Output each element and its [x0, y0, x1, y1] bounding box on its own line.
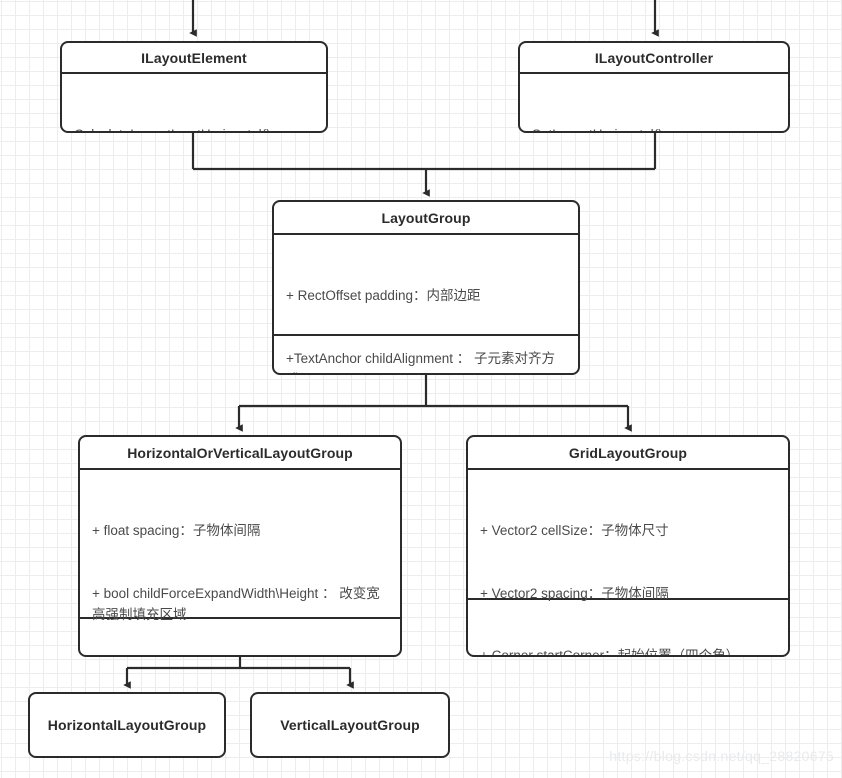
class-title-gridlayoutgroup: GridLayoutGroup: [568, 444, 688, 461]
class-divider: [80, 468, 400, 470]
class-title-horizontalorverticallayoutgroup: HorizontalOrVerticalLayoutGroup: [127, 444, 353, 461]
class-divider: [62, 72, 326, 74]
class-box-horizontallayoutgroup[interactable]: HorizontalLayoutGroup: [28, 692, 226, 758]
class-box-layoutgroup[interactable]: LayoutGroup + RectOffset padding：内部边距 +T…: [272, 200, 580, 375]
member-row: CalculateLayoutInputHorizontal();: [74, 125, 314, 131]
field-row: + RectOffset padding：内部边距: [286, 287, 481, 303]
field-row: + Vector2 cellSize：子物体尺寸: [480, 522, 669, 538]
class-divider: [468, 598, 788, 600]
class-box-verticallayoutgroup[interactable]: VerticalLayoutGroup: [250, 692, 450, 758]
class-box-gridlayoutgroup[interactable]: GridLayoutGroup + Vector2 cellSize：子物体尺寸…: [466, 435, 790, 657]
field-row: + Vector2 spacing：子物体间隔: [480, 585, 669, 601]
class-title-verticallayoutgroup: VerticalLayoutGroup: [280, 717, 420, 733]
watermark-text: https://blog.csdn.net/qq_28820675: [609, 748, 834, 764]
field-row: + float spacing：子物体间隔: [92, 522, 261, 538]
class-divider: [80, 617, 400, 619]
class-members-ilayoutcontroller: SetLayoutHorizontal(); SetLayoutVertical…: [520, 74, 788, 131]
class-box-horizontalorverticallayoutgroup[interactable]: HorizontalOrVerticalLayoutGroup + float …: [78, 435, 402, 657]
class-members-ilayoutelement: CalculateLayoutInputHorizontal(); Calcul…: [62, 74, 326, 131]
class-divider: [274, 233, 578, 235]
field-row: + Corner startCorner：起始位置（四个角）: [480, 648, 740, 657]
class-divider: [274, 334, 578, 336]
member-row: SetLayoutHorizontal();: [532, 125, 776, 131]
class-title-ilayoutelement: ILayoutElement: [141, 49, 247, 66]
class-box-ilayoutcontroller[interactable]: ILayoutController SetLayoutHorizontal();…: [518, 41, 790, 133]
class-title-horizontallayoutgroup: HorizontalLayoutGroup: [47, 717, 207, 733]
class-title-ilayoutcontroller: ILayoutController: [594, 49, 714, 66]
method-row: - void SetCellsAlongAxis(int axis): [480, 651, 776, 655]
class-title-layoutgroup: LayoutGroup: [381, 209, 471, 226]
class-box-ilayoutelement[interactable]: ILayoutElement CalculateLayoutInputHoriz…: [60, 41, 328, 133]
field-row: + bool childForceExpandWidth\Height ： 改变…: [92, 585, 380, 622]
class-divider: [468, 468, 788, 470]
class-methods-gridlayoutgroup: - void SetCellsAlongAxis(int axis) + voi…: [468, 600, 788, 655]
class-fields-layoutgroup: + RectOffset padding：内部边距 +TextAnchor ch…: [274, 235, 578, 373]
class-divider: [520, 72, 788, 74]
class-fields-horizontalorverticallayoutgroup: + float spacing：子物体间隔 + bool childForceE…: [80, 470, 400, 622]
class-fields-gridlayoutgroup: + Vector2 cellSize：子物体尺寸 + Vector2 spaci…: [468, 470, 788, 655]
field-row: +TextAnchor childAlignment ： 子元素对齐方式: [286, 350, 555, 373]
